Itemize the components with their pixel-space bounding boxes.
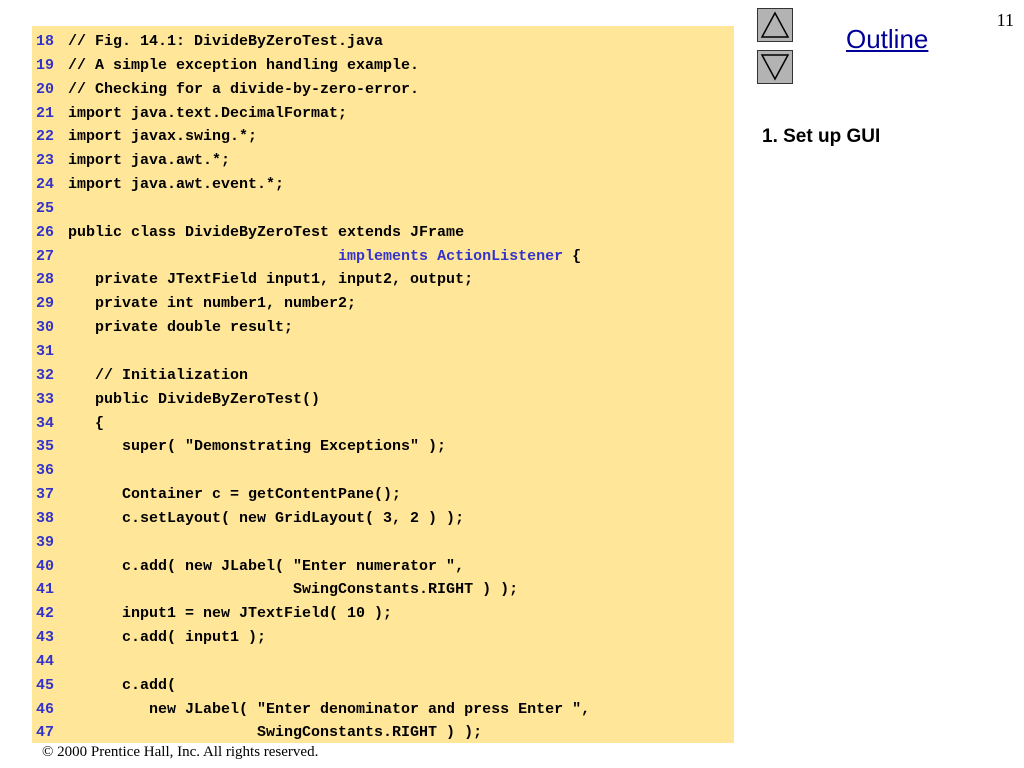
code-line: 19 // A simple exception handling example… [36, 54, 590, 78]
code-line: 26 public class DivideByZeroTest extends … [36, 221, 590, 245]
line-number: 31 [36, 342, 55, 360]
code-line: 38 c.setLayout( new GridLayout( 3, 2 ) )… [36, 507, 590, 531]
code-line: 25 [36, 197, 590, 221]
code-line: 39 [36, 531, 590, 555]
line-number: 41 [36, 581, 55, 599]
code-line: 45 c.add( [36, 674, 590, 698]
code-text: { [68, 414, 105, 432]
code-line: 29 private int number1, number2; [36, 292, 590, 316]
line-number: 45 [36, 676, 55, 694]
line-number: 21 [36, 104, 55, 122]
code-text: // A simple exception handling example. [68, 56, 420, 74]
code-line: 34 { [36, 412, 590, 436]
line-number: 43 [36, 629, 55, 647]
line-number: 36 [36, 462, 55, 480]
line-number: 46 [36, 700, 55, 718]
triangle-down-icon [760, 54, 790, 81]
code-panel: 18 // Fig. 14.1: DivideByZeroTest.java 19 /… [32, 26, 734, 743]
line-number: 39 [36, 533, 55, 551]
line-number: 22 [36, 128, 55, 146]
code-text: SwingConstants.RIGHT ) ); [68, 724, 483, 742]
code-line: 41 SwingConstants.RIGHT ) ); [36, 578, 590, 602]
line-number: 23 [36, 152, 55, 170]
code-keyword: implements ActionListener [338, 247, 564, 265]
line-number: 44 [36, 652, 55, 670]
slide-number: 11 [996, 10, 1014, 30]
code-text: private JTextField input1, input2, outpu… [68, 271, 474, 289]
line-number: 40 [36, 557, 55, 575]
code-text [68, 248, 338, 265]
line-number: 37 [36, 486, 55, 504]
code-line: 24 import java.awt.event.*; [36, 173, 590, 197]
code-text: import java.text.DecimalFormat; [68, 104, 348, 122]
code-line: 28 private JTextField input1, input2, ou… [36, 268, 590, 292]
code-text-after: { [563, 247, 582, 265]
line-number: 24 [36, 176, 55, 194]
code-text: c.add( new JLabel( "Enter numerator ", [68, 557, 465, 575]
code-line: 27 implements ActionListener { [36, 245, 590, 269]
line-number: 18 [36, 33, 55, 50]
code-text: // Fig. 14.1: DivideByZeroTest.java [68, 33, 384, 50]
code-line: 44 [36, 650, 590, 674]
code-text: import java.awt.event.*; [68, 176, 285, 194]
line-number: 38 [36, 509, 55, 527]
code-text: import javax.swing.*; [68, 128, 258, 146]
line-number: 42 [36, 605, 55, 623]
code-text: c.add( input1 ); [68, 629, 267, 647]
line-number: 33 [36, 390, 55, 408]
copyright-footer: © 2000 Prentice Hall, Inc. All rights re… [42, 744, 319, 760]
line-number: 28 [36, 271, 55, 289]
code-line: 36 [36, 459, 590, 483]
code-text: public DivideByZeroTest() [68, 390, 321, 408]
code-line: 18 // Fig. 14.1: DivideByZeroTest.java [36, 30, 590, 54]
code-text: SwingConstants.RIGHT ) ); [68, 581, 519, 599]
code-text: super( "Demonstrating Exceptions" ); [68, 438, 447, 456]
code-line: 35 super( "Demonstrating Exceptions" ); [36, 435, 590, 459]
code-line: 47 SwingConstants.RIGHT ) ); [36, 721, 590, 745]
line-number: 25 [36, 199, 55, 217]
code-line: 21 import java.text.DecimalFormat; [36, 102, 590, 126]
previous-slide-button[interactable] [757, 8, 793, 42]
code-text: private int number1, number2; [68, 295, 357, 313]
code-line: 22 import javax.swing.*; [36, 125, 590, 149]
outline-item: 1. Set up GUI [762, 126, 881, 147]
line-number: 47 [36, 724, 55, 742]
code-text: input1 = new JTextField( 10 ); [68, 605, 393, 623]
code-line: 43 c.add( input1 ); [36, 626, 590, 650]
code-text: public class DivideByZeroTest extends JF… [68, 223, 465, 241]
line-number: 19 [36, 56, 55, 74]
line-number: 32 [36, 366, 55, 384]
line-number: 34 [36, 414, 55, 432]
next-slide-button[interactable] [757, 50, 793, 84]
code-text: // Initialization [68, 366, 249, 384]
code-line: 33 public DivideByZeroTest() [36, 388, 590, 412]
triangle-up-icon [760, 11, 790, 38]
line-number: 27 [36, 247, 55, 265]
code-text: c.setLayout( new GridLayout( 3, 2 ) ); [68, 509, 465, 527]
code-line: 20 // Checking for a divide-by-zero-error… [36, 78, 590, 102]
line-number: 20 [36, 80, 55, 98]
outline-link[interactable]: Outline [846, 24, 929, 54]
line-number: 30 [36, 319, 55, 337]
code-line: 30 private double result; [36, 316, 590, 340]
code-line: 37 Container c = getContentPane(); [36, 483, 590, 507]
code-text: private double result; [68, 319, 294, 337]
code-listing: 18 // Fig. 14.1: DivideByZeroTest.java 19 /… [36, 30, 590, 745]
code-line: 32 // Initialization [36, 364, 590, 388]
code-text: // Checking for a divide-by-zero-error. [68, 80, 420, 98]
code-line: 42 input1 = new JTextField( 10 ); [36, 602, 590, 626]
code-line: 23 import java.awt.*; [36, 149, 590, 173]
code-text: c.add( [68, 676, 177, 694]
code-line: 40 c.add( new JLabel( "Enter numerator "… [36, 555, 590, 579]
code-text: import java.awt.*; [68, 152, 231, 170]
code-line: 46 new JLabel( "Enter denominator and pr… [36, 698, 590, 722]
line-number: 29 [36, 295, 55, 313]
code-text: Container c = getContentPane(); [68, 486, 402, 504]
line-number: 35 [36, 438, 55, 456]
code-line: 31 [36, 340, 590, 364]
code-text: new JLabel( "Enter denominator and press… [68, 700, 591, 718]
line-number: 26 [36, 223, 55, 241]
